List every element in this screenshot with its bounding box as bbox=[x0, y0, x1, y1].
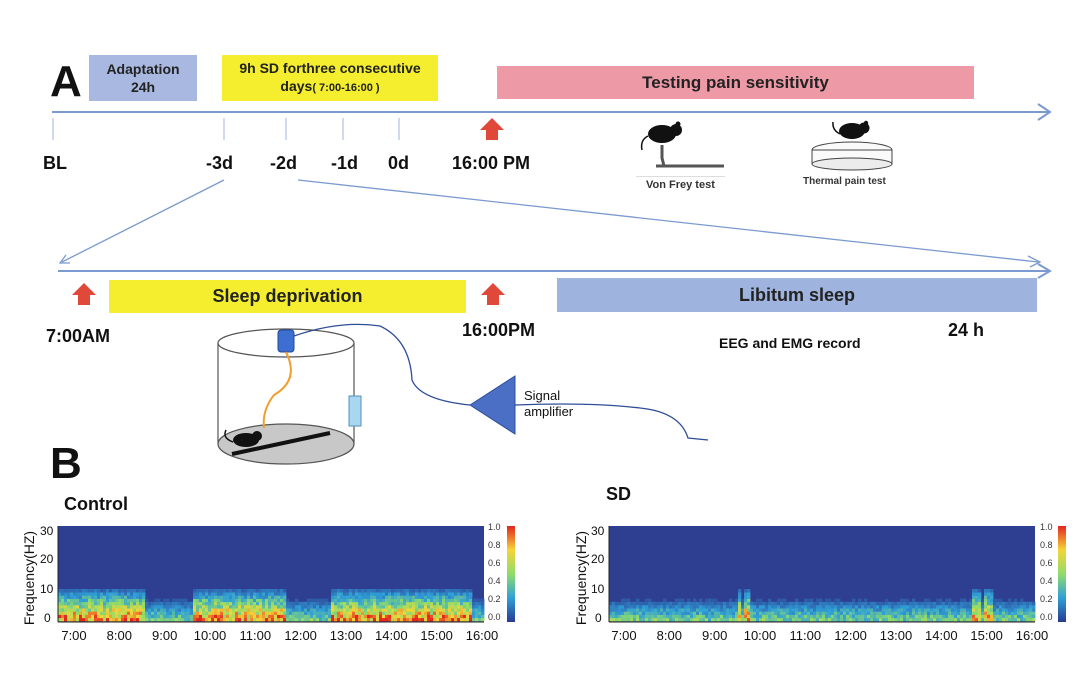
sd-ytick-20: 20 bbox=[591, 552, 605, 566]
tick-label-bl: BL bbox=[43, 153, 67, 173]
sd-xtick-label: 7:00 bbox=[611, 628, 637, 643]
testing-box: Testing pain sensitivity bbox=[497, 66, 974, 99]
control-xtick-label: 7:00 bbox=[61, 628, 87, 643]
main-timeline-arrowhead bbox=[1037, 103, 1052, 121]
control-xtick-label: 13:00 bbox=[329, 628, 363, 643]
sd-label-2: days( 7:00-16:00 ) bbox=[280, 78, 380, 94]
detail-timeline-arrowhead bbox=[1037, 263, 1052, 279]
time-start-label: 7:00AM bbox=[46, 326, 111, 346]
sd-xtick-label: 12:00 bbox=[834, 628, 867, 643]
sd-ytick-0: 0 bbox=[595, 611, 602, 625]
control-xtick-label: 14:00 bbox=[375, 628, 408, 643]
sd-spectrogram bbox=[609, 526, 1036, 622]
sd-colorbar-tick: 0.2 bbox=[1040, 594, 1053, 604]
panel-b-label: B bbox=[50, 439, 82, 488]
control-colorbar-tick: 0.6 bbox=[488, 558, 501, 568]
zoom-connector-left bbox=[61, 179, 225, 263]
libitum-label: Libitum sleep bbox=[738, 284, 855, 305]
amplifier-label: amplifier bbox=[524, 404, 574, 419]
control-xtick-label: 8:00 bbox=[106, 628, 132, 643]
control-ylabel: Frequency(HZ) bbox=[21, 530, 37, 626]
panel-a-label: A bbox=[50, 57, 82, 106]
libitum-box: Libitum sleep bbox=[557, 278, 1037, 312]
sd-colorbar-tick: 0.8 bbox=[1040, 540, 1053, 550]
sd-ylabel: Frequency(HZ) bbox=[573, 530, 589, 626]
tick-label-1600pm: 16:00 PM bbox=[452, 153, 531, 173]
control-xtick-label: 11:00 bbox=[239, 628, 272, 643]
tick-label-1d: -1d bbox=[331, 153, 358, 173]
red-arrow-mid bbox=[481, 283, 505, 305]
sd-xticks: 7:00 8:00 9:00 10:00 11:00 12:00 13:00 14:00 15:… bbox=[0, 628, 1080, 648]
control-xtick-label: 10:00 bbox=[193, 628, 227, 643]
sleep-deprivation-box: Sleep deprivation bbox=[109, 280, 466, 313]
sleep-deprivation-label: Sleep deprivation bbox=[212, 286, 363, 306]
sd-xtick-label: 14:00 bbox=[925, 628, 958, 643]
control-xtick-label: 16:00 bbox=[465, 628, 499, 643]
sd-time: ( 7:00-16:00 ) bbox=[312, 82, 380, 94]
control-ytick-10: 10 bbox=[40, 582, 54, 596]
eeg-label: EEG and EMG record bbox=[719, 335, 861, 351]
signal-label: Signal bbox=[524, 388, 561, 403]
sd-colorbar-tick: 0.0 bbox=[1040, 612, 1053, 622]
sleep-deprivation-cage bbox=[217, 323, 471, 465]
control-ytick-0: 0 bbox=[44, 611, 51, 625]
sd-box: 9h SD forthree consecutive days( 7:00-16… bbox=[222, 55, 438, 101]
tick-label-2d: -2d bbox=[270, 153, 297, 173]
thermal-illustration bbox=[811, 120, 893, 171]
control-colorbar-tick: 0.0 bbox=[488, 612, 501, 622]
adaptation-box: Adaptation 24h bbox=[89, 55, 197, 101]
red-arrow-top bbox=[480, 118, 504, 140]
control-ytick-20: 20 bbox=[40, 552, 54, 566]
tick-label-3d: -3d bbox=[206, 153, 233, 173]
control-xticks: 7:00 8:00 9:00 10:00 11:00 12:00 13:00 14:00 15:… bbox=[0, 628, 1080, 648]
control-xtick-label: 12:00 bbox=[284, 628, 317, 643]
sd-colorbar-tick: 0.4 bbox=[1040, 576, 1053, 586]
sd-xtick-label: 9:00 bbox=[702, 628, 728, 643]
sd-label: 9h SD forthree consecutive bbox=[239, 60, 421, 76]
sd-colorbar bbox=[1058, 526, 1066, 622]
zoom-connector-right bbox=[297, 179, 1039, 263]
sd-ytick-30: 30 bbox=[591, 524, 605, 538]
von-frey-label: Von Frey test bbox=[636, 176, 725, 193]
control-xtick-label: 9:00 bbox=[152, 628, 178, 643]
control-ytick-30: 30 bbox=[40, 524, 54, 538]
sd-colorbar-tick: 0.6 bbox=[1040, 558, 1053, 568]
control-colorbar-tick: 1.0 bbox=[488, 522, 501, 532]
control-colorbar-tick: 0.4 bbox=[488, 576, 501, 586]
control-colorbar-tick: 0.2 bbox=[488, 594, 501, 604]
sd-xtick-label: 13:00 bbox=[879, 628, 913, 643]
time-end-label: 24 h bbox=[948, 320, 985, 340]
control-title: Control bbox=[64, 494, 128, 514]
sd-xtick-label: 10:00 bbox=[743, 628, 777, 643]
control-colorbar-tick: 0.8 bbox=[488, 540, 501, 550]
sd-xtick-label: 8:00 bbox=[656, 628, 682, 643]
time-mid-label: 16:00PM bbox=[462, 320, 536, 340]
testing-label: Testing pain sensitivity bbox=[642, 72, 829, 92]
control-spectrogram bbox=[58, 526, 485, 622]
adaptation-label: Adaptation bbox=[106, 61, 180, 77]
red-arrow-start bbox=[72, 283, 96, 305]
tick-label-0d: 0d bbox=[388, 153, 410, 173]
control-colorbar bbox=[507, 526, 515, 622]
sd-xtick-label: 16:00 bbox=[1015, 628, 1049, 643]
sd-xtick-label: 15:00 bbox=[970, 628, 1003, 643]
sd-title: SD bbox=[606, 484, 632, 504]
sd-ytick-10: 10 bbox=[591, 582, 605, 596]
eeg-record-area bbox=[718, 360, 908, 468]
thermal-label: Thermal pain test bbox=[803, 176, 886, 187]
sd-xtick-label: 11:00 bbox=[789, 628, 822, 643]
control-xtick-label: 15:00 bbox=[420, 628, 453, 643]
sd-colorbar-tick: 1.0 bbox=[1040, 522, 1053, 532]
adaptation-duration: 24h bbox=[130, 79, 156, 95]
von-frey-illustration bbox=[640, 121, 724, 168]
